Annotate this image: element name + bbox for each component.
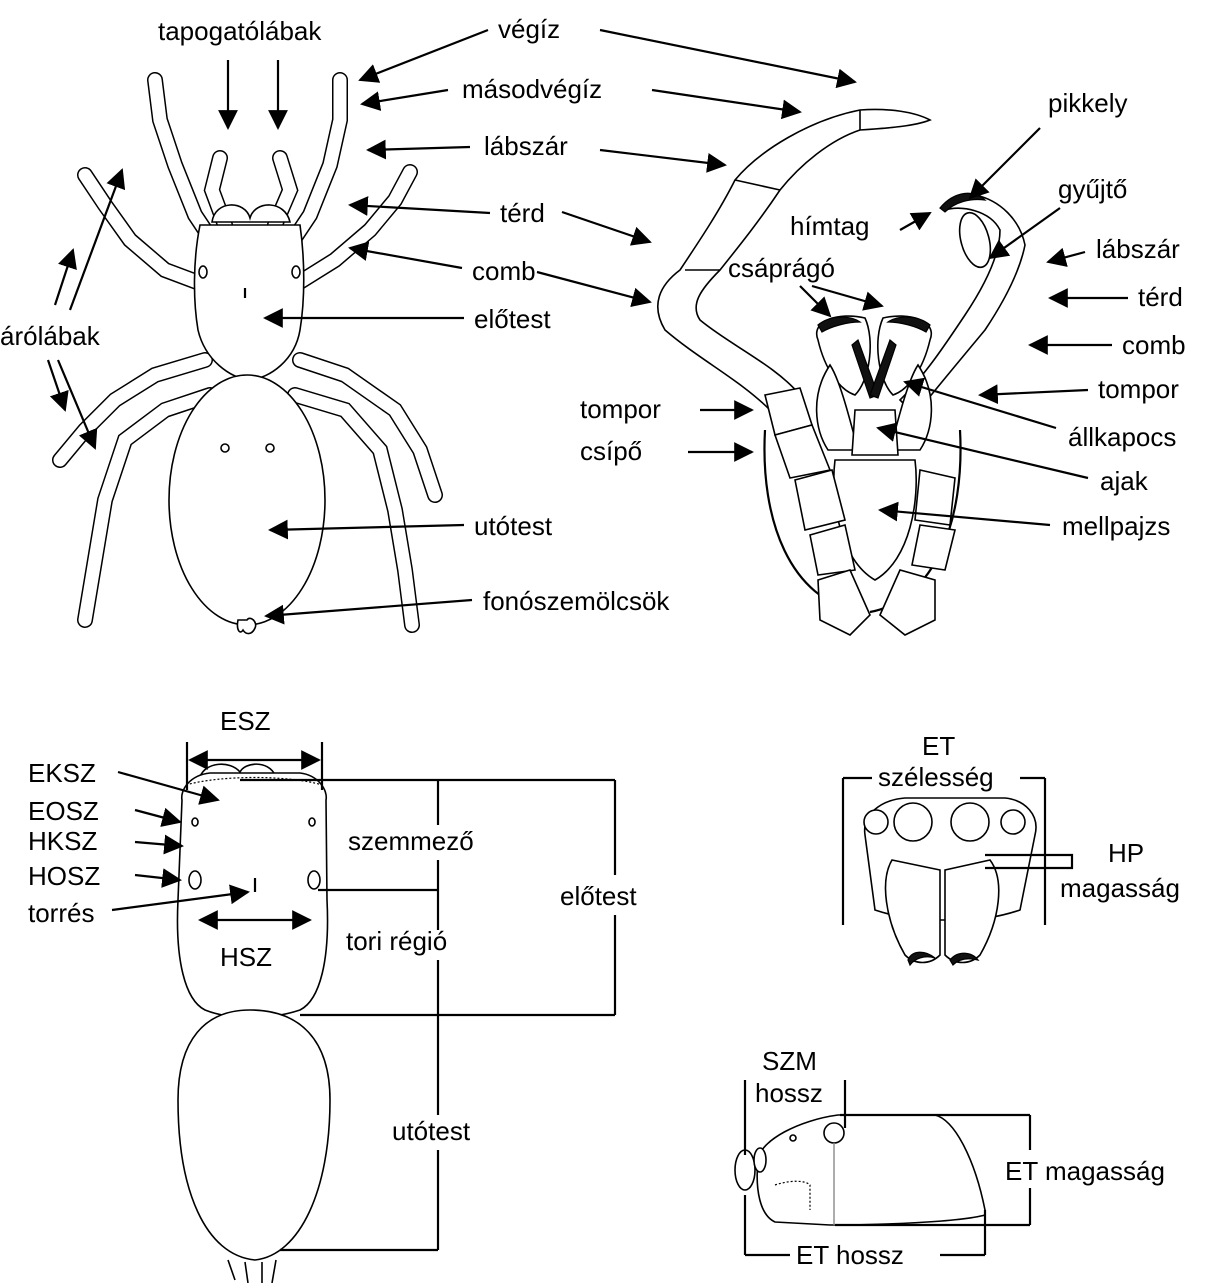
label-trochanter-left: tompor [580,394,661,424]
arrow [135,875,180,880]
label-embolus: hímtag [790,211,870,241]
arrow [600,30,855,82]
label-walking-legs: árólábak [0,321,101,351]
measure-carapace [177,773,327,1018]
label-maxilla: állkapocs [1068,422,1176,452]
arrow [360,30,488,80]
eye-icon [192,818,198,826]
label-chelicerae: csáprágó [728,253,835,283]
eye-icon [308,871,320,889]
label-height-front: magasság [1060,873,1180,903]
label-patella: térd [500,198,545,228]
arrow [48,360,65,410]
label-femur-right: comb [1122,330,1186,360]
arrow [135,810,180,822]
label-metatarsus: másodvégíz [462,74,602,104]
label-opisthosoma: utótest [474,511,553,541]
label-tarsus: végíz [498,14,560,44]
ventral-leg-stub [818,570,870,635]
label-patella-right: térd [1138,282,1183,312]
label-sternum: mellpajzs [1062,511,1170,541]
front-view-drawing [864,798,1036,965]
label-eosz: EOSZ [28,796,99,826]
arrow [980,390,1088,395]
label-prosoma: előtest [474,304,551,334]
label-length-top: hossz [755,1078,823,1108]
label-opisthosoma-bracket: utótest [392,1116,471,1146]
dorsal-abdomen [169,375,325,625]
ventral-labium [852,410,898,455]
eye-icon [292,266,300,278]
abdomen-spot [221,444,229,452]
front-chelicera-right [945,860,999,963]
label-trochanter-right: tompor [1098,374,1179,404]
dorsal-labels: tapogatólábak végíz másodvégíz lábszár t… [0,14,855,616]
label-collector: gyűjtő [1058,174,1127,204]
label-hp: HP [1108,838,1144,868]
label-coxa: csípő [580,436,642,466]
lateral-anterior-eye [735,1150,755,1190]
label-scale: pikkely [1048,88,1127,118]
label-prosoma-bracket: előtest [560,881,637,911]
arrow [652,90,800,112]
eye-icon [864,810,888,834]
arrow [362,90,448,104]
label-et-height: ET magasság [1005,1156,1165,1186]
label-pedipalps: tapogatólábak [158,16,322,46]
arrow [266,600,472,616]
front-chelicera-left [886,860,940,963]
arrow [970,128,1040,198]
label-labium: ajak [1100,466,1149,496]
label-esz: ESZ [220,706,271,736]
eye-icon [790,1135,796,1141]
label-spinnerets: fonószemölcsök [483,586,670,616]
label-hsz: HSZ [220,942,272,972]
eye-icon [894,803,932,841]
lateral-carapace [757,1115,985,1225]
arrow [537,272,650,302]
lateral-view-drawing [735,1115,985,1225]
arrow [812,286,882,306]
label-tibia: lábszár [484,131,568,161]
label-hksz: HKSZ [28,826,97,856]
label-width: szélesség [878,762,994,792]
eye-icon [951,803,989,841]
label-hosz: HOSZ [28,861,100,891]
ventral-spider-drawing [658,109,1025,635]
label-eksz: EKSZ [28,758,96,788]
arrow [562,212,650,242]
ventral-leg-stub [880,570,935,635]
label-thoracic-region: tori régió [346,926,447,956]
label-torres: torrés [28,898,94,928]
dorsal-chelicerae [212,205,290,222]
arrow [350,205,490,213]
measure-abdomen [178,1010,330,1260]
arrow [1048,252,1085,262]
label-eye-field: szemmező [348,826,474,856]
measurement-dorsal-labels: ESZ EKSZ EOSZ HKSZ HOSZ torrés HSZ szemm… [28,706,637,1250]
eye-icon [309,818,315,826]
eye-icon [1001,810,1025,834]
eye-icon [199,266,207,278]
arrow [135,842,182,846]
label-tibia-right: lábszár [1096,234,1180,264]
abdomen-spot [266,444,274,452]
dorsal-spinnerets [237,618,255,633]
eye-icon [189,871,201,889]
arrow [900,213,930,230]
dorsal-carapace [194,225,303,380]
label-szm: SZM [762,1046,817,1076]
dorsal-spider-drawing [60,80,435,634]
arrow [368,147,470,150]
arrow [55,250,73,305]
arrow [350,248,462,268]
label-et-length: ET hossz [796,1240,904,1270]
label-et-front: ET [922,731,955,761]
arrow [600,150,725,165]
eye-icon [824,1123,844,1143]
measurement-dorsal-drawing [177,764,330,1283]
label-femur: comb [472,256,536,286]
